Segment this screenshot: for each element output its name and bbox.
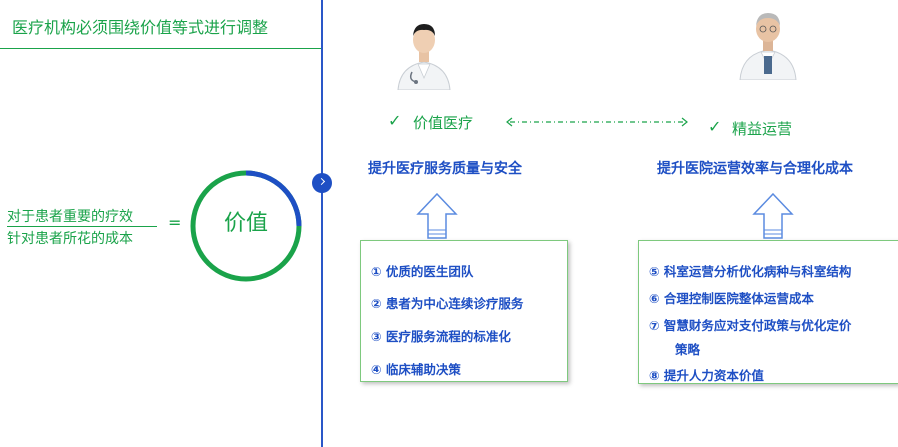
hollow-up-arrow-icon: [416, 192, 458, 239]
left-initiatives-box: ① 优质的医生团队 ② 患者为中心连续诊疗服务 ③ 医疗服务流程的标准化 ④ 临…: [360, 240, 568, 382]
value-label: 价值: [223, 211, 268, 236]
list-item: ① 优质的医生团队: [371, 264, 474, 279]
list-item: ⑦ 智慧财务应对支付政策与优化定价: [649, 318, 852, 333]
fraction-line: [7, 226, 157, 227]
goal-efficiency-cost: 提升医院运营效率与合理化成本: [657, 161, 853, 177]
title-underline: [0, 48, 322, 49]
right-initiatives-box: ⑤ 科室运营分析优化病种与科室结构 ⑥ 合理控制医院整体运营成本 ⑦ 智慧财务应…: [638, 240, 898, 384]
equals-sign: =: [168, 213, 182, 232]
double-dashed-arrow-icon: [506, 117, 688, 127]
formula-numerator: 对于患者重要的疗效: [7, 209, 133, 225]
role-label-value-care: 价值医疗: [413, 114, 474, 132]
list-item: ⑧ 提升人力资本价值: [649, 368, 764, 383]
divider-chevron-icon: [312, 173, 332, 193]
senior-doctor-icon: [739, 13, 797, 80]
hollow-up-arrow-icon: [752, 192, 794, 239]
list-item: ③ 医疗服务流程的标准化: [371, 329, 511, 344]
formula-denominator: 针对患者所花的成本: [7, 231, 133, 247]
checkmark-icon: ✓: [708, 117, 722, 136]
list-item: ④ 临床辅助决策: [371, 362, 461, 377]
list-item: 策略: [675, 342, 701, 357]
list-item: ⑥ 合理控制医院整体运营成本: [649, 291, 814, 306]
list-item: ② 患者为中心连续诊疗服务: [371, 296, 524, 311]
goal-quality-safety: 提升医疗服务质量与安全: [368, 161, 522, 177]
role-label-lean-operation: 精益运营: [732, 120, 793, 138]
value-ring-icon: [190, 170, 302, 282]
checkmark-icon: ✓: [388, 111, 402, 130]
vertical-divider: [321, 0, 323, 447]
page-title: 医疗机构必须围绕价值等式进行调整: [12, 18, 269, 37]
list-item: ⑤ 科室运营分析优化病种与科室结构: [649, 264, 852, 279]
young-doctor-icon: [397, 24, 451, 90]
